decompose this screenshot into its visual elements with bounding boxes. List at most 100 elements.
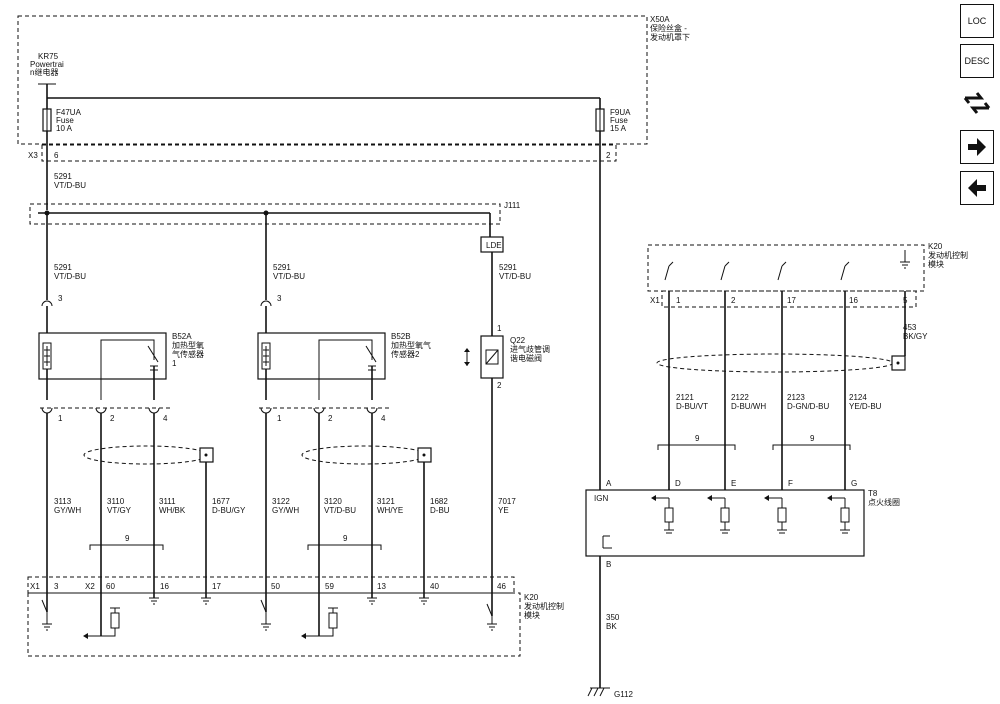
next-button[interactable] [960,130,994,164]
diagram-label: 17 [787,296,796,305]
diagram-label: D [675,479,681,488]
diagram-label: 5291 [499,263,517,272]
diagram-label: 3120 [324,497,342,506]
diagram-label: 6 [54,151,59,160]
diagram-label: 46 [497,582,506,591]
diagram-label: D-BU/GY [212,506,246,515]
diagram-label: VT/D-BU [324,506,356,515]
loc-button[interactable]: LOC [960,4,994,38]
diagram-label: 16 [160,582,169,591]
diagram-stroke [827,495,832,501]
diagram-label: WH/YE [377,506,403,515]
swap-arrows-icon [963,92,991,114]
diagram-stroke [656,353,894,373]
diagram-stroke [772,444,851,450]
diagram-label: D-GN/D-BU [787,402,829,411]
diagram-label: 453 [903,323,917,332]
diagram-label: 发动机控制 [928,250,968,260]
diagram-label: 2 [328,414,333,423]
k20-top-module: K20 发动机控制 模块 X1 1 2 17 16 5 [647,242,968,308]
fuse-f47ua: F47UA Fuse 10 A [42,108,82,133]
diagram-stroke [657,444,736,450]
diagram-label: E [731,479,736,488]
sensor-b52b: B52B 加热型氧气 传感器2 [257,332,431,400]
desc-button[interactable]: DESC [960,44,994,78]
diagram-stroke [83,445,209,465]
diagram-stroke [764,495,769,501]
swap-button[interactable] [960,86,994,120]
coil-drivers [651,495,850,534]
diagram-label: 350 [606,613,620,622]
diagram-stroke [41,144,617,162]
diagram-stroke [147,345,159,363]
diagram-label: 2124 [849,393,867,402]
diagram-stroke [599,687,605,697]
diagram-stroke [720,265,726,281]
fusebox-name: 保险丝盒 - [650,23,687,33]
diagram-stroke [664,265,670,281]
diagram-label: 3 [58,294,63,303]
diagram-stroke [651,495,656,501]
diagram-label: GY/WH [272,506,299,515]
diagram-label: 1677 [212,497,230,506]
diagram-label: D-BU [430,506,450,515]
loc-icon: LOC [967,16,987,26]
desc-icon: DESC [964,56,990,66]
diagram-stroke [365,345,377,363]
diagram-label: 2123 [787,393,805,402]
diagram-stroke [485,349,499,365]
diagram-label: YE [498,506,509,515]
arrow-right-icon [968,138,986,156]
arrow-left-icon [968,179,986,197]
diagram-stroke [17,15,648,145]
diagram-label: 9 [125,534,130,543]
diagram-label: K20 [524,593,539,602]
diagram-label: 3110 [107,497,125,506]
diagram-label: 7017 [498,497,516,506]
diagram-label: 60 [106,582,115,591]
diagram-stroke [318,339,373,400]
connector-x3: X3 6 2 [28,144,617,162]
diagram-label: VT/GY [107,506,132,515]
diagram-stroke [101,628,116,637]
diagram-stroke [204,453,208,457]
diagram-label: 2122 [731,393,749,402]
ground-g112: G112 [587,687,634,699]
diagram-label: J111 [504,201,521,210]
diagram-stroke [896,361,900,365]
prev-button[interactable] [960,171,994,205]
diagram-label: 3 [54,582,59,591]
diagram-label: 1 [172,359,177,368]
diagram-label: 2 [606,151,611,160]
diagram-label: 3111 [159,497,176,506]
diagram-stroke [485,349,499,365]
diagram-stroke [89,544,164,550]
relay-name: Powertrai [30,60,64,69]
diagram-label: X1 [30,582,40,591]
relay-name2: n继电器 [30,67,58,77]
diagram-stroke [41,300,53,307]
diagram-stroke [486,603,493,617]
diagram-stroke [647,244,925,292]
diagram-label: 16 [849,296,858,305]
diagram-label: 17 [212,582,221,591]
diagram-label: X2 [85,582,95,591]
wire-label-5291-a: 5291 [54,172,72,181]
diagram-label: 59 [325,582,334,591]
fusebox-x50a: X50A 保险丝盒 - 发动机罩下 [17,15,690,145]
diagram-label: 5291 [54,263,72,272]
diagram-label: X3 [28,151,38,160]
valve-q22: 1 2 Q22 进气歧管调 谐电磁阀 [464,324,550,390]
diagram-stroke [307,544,382,550]
diagram-stroke [83,633,88,639]
diagram-label: 加热型氧 [172,340,204,350]
diagram-stroke [110,612,120,629]
diagram-label: 3121 [377,497,395,506]
diagram-stroke [41,407,53,414]
diagram-stroke [707,495,712,501]
diagram-label: WH/BK [159,506,186,515]
fuse-f9ua: F9UA Fuse 15 A [595,108,631,133]
k20-bottom-module: X1 X2 3 60 16 17 50 59 13 40 46 K20 发动机控… [27,576,564,657]
diagram-stroke [587,687,593,697]
